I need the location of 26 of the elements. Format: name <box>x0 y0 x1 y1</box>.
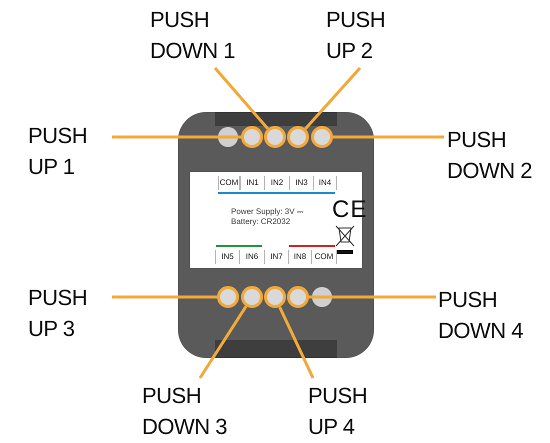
push-button-label: PUSH DOWN 1 <box>150 4 250 66</box>
terminal-label: IN2 <box>264 176 290 190</box>
leader-line <box>278 306 314 379</box>
push-button-label: PUSH UP 2 <box>326 4 394 66</box>
terminal-label: IN3 <box>289 176 314 190</box>
leader-line <box>333 136 444 138</box>
spec-text: Power Supply: 3V ⎓ <box>231 207 303 217</box>
push-button-label: PUSH UP 3 <box>28 282 96 344</box>
spec-text: Battery: CR2032 <box>231 217 290 226</box>
push-button-label: PUSH UP 1 <box>28 120 96 182</box>
terminal-label: IN5 <box>215 250 240 264</box>
leader-line <box>198 305 248 379</box>
terminal-label: IN4 <box>313 176 337 190</box>
terminal-label: COM <box>218 176 240 190</box>
terminal-label: COM <box>311 250 337 264</box>
push-button-label: PUSH DOWN 2 <box>447 124 547 186</box>
terminal-label: IN8 <box>288 250 312 264</box>
push-button-label: PUSH UP 4 <box>308 380 376 442</box>
leader-line <box>309 296 436 298</box>
push-button-label: PUSH DOWN 3 <box>142 380 242 442</box>
terminal-label: IN7 <box>264 250 289 264</box>
push-button-label: PUSH DOWN 4 <box>438 284 538 346</box>
leader-line <box>112 296 217 298</box>
leader-line <box>112 136 241 138</box>
terminal-label: IN1 <box>240 176 265 190</box>
terminal-label: IN6 <box>239 250 265 264</box>
